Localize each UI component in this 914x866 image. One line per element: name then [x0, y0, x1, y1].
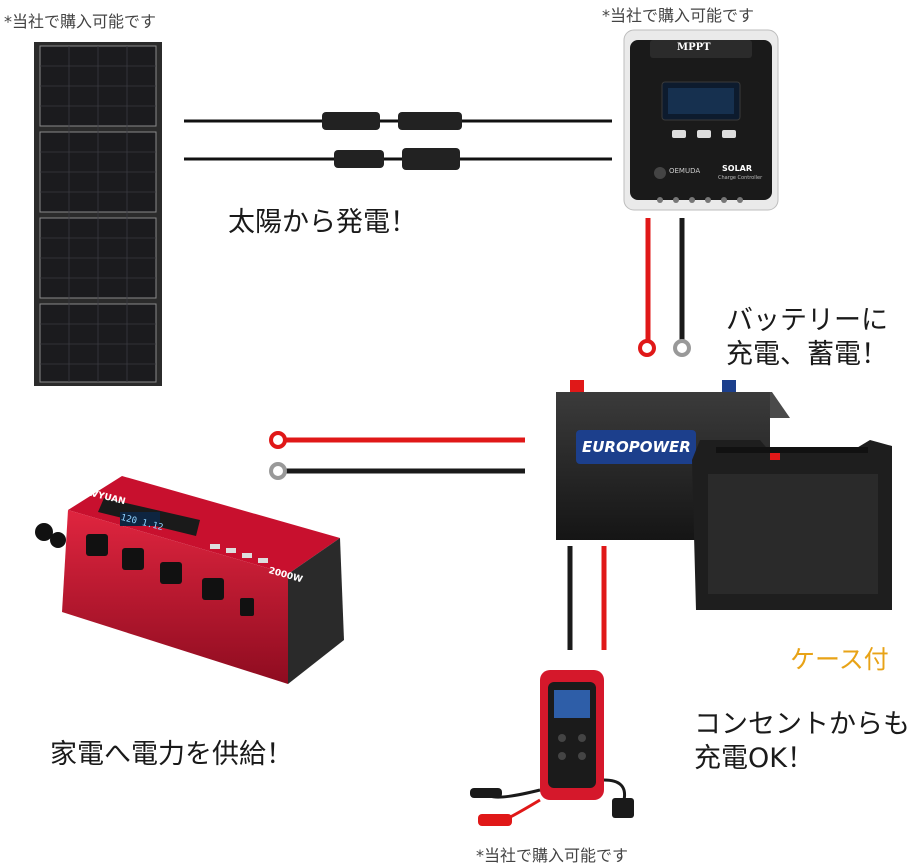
charge-controller [623, 29, 779, 211]
solar-cables [184, 112, 612, 170]
inverter-outlets [86, 534, 254, 616]
charger-note: *当社で購入可能です [476, 846, 629, 865]
battery-case [692, 440, 892, 610]
controller-sub-label: Charge Controller [718, 175, 763, 181]
charger-caption-line2: 充電OK！ [694, 743, 814, 774]
controller-maker-label: OEMUDA [669, 167, 701, 175]
solar-caption: 太陽から発電！ [228, 207, 417, 238]
controller-brand-label: MPPT [677, 42, 711, 53]
battery-brand-label: EUROPOWER [582, 438, 691, 456]
case-caption: ケース付 [790, 645, 889, 674]
inverter-caption: 家電へ電力を供給！ [50, 739, 293, 770]
battery-inverter-cables [269, 431, 525, 480]
battery-charger-cables [567, 546, 607, 650]
solar-panel [34, 42, 162, 386]
charger-caption-line1: コンセントからも [694, 709, 910, 740]
controller-note: *当社で購入可能です [602, 6, 755, 25]
battery-caption-line2: 充電、蓄電！ [726, 339, 888, 370]
battery [556, 380, 790, 540]
solar-panel-note: *当社で購入可能です [4, 12, 157, 31]
battery-caption-line1: バッテリーに [726, 305, 888, 336]
battery-charger [470, 670, 634, 826]
power-inverter [35, 476, 344, 684]
controller-model-label: SOLAR [722, 164, 753, 173]
mc4-connector [322, 112, 462, 170]
controller-battery-cables [638, 218, 691, 357]
